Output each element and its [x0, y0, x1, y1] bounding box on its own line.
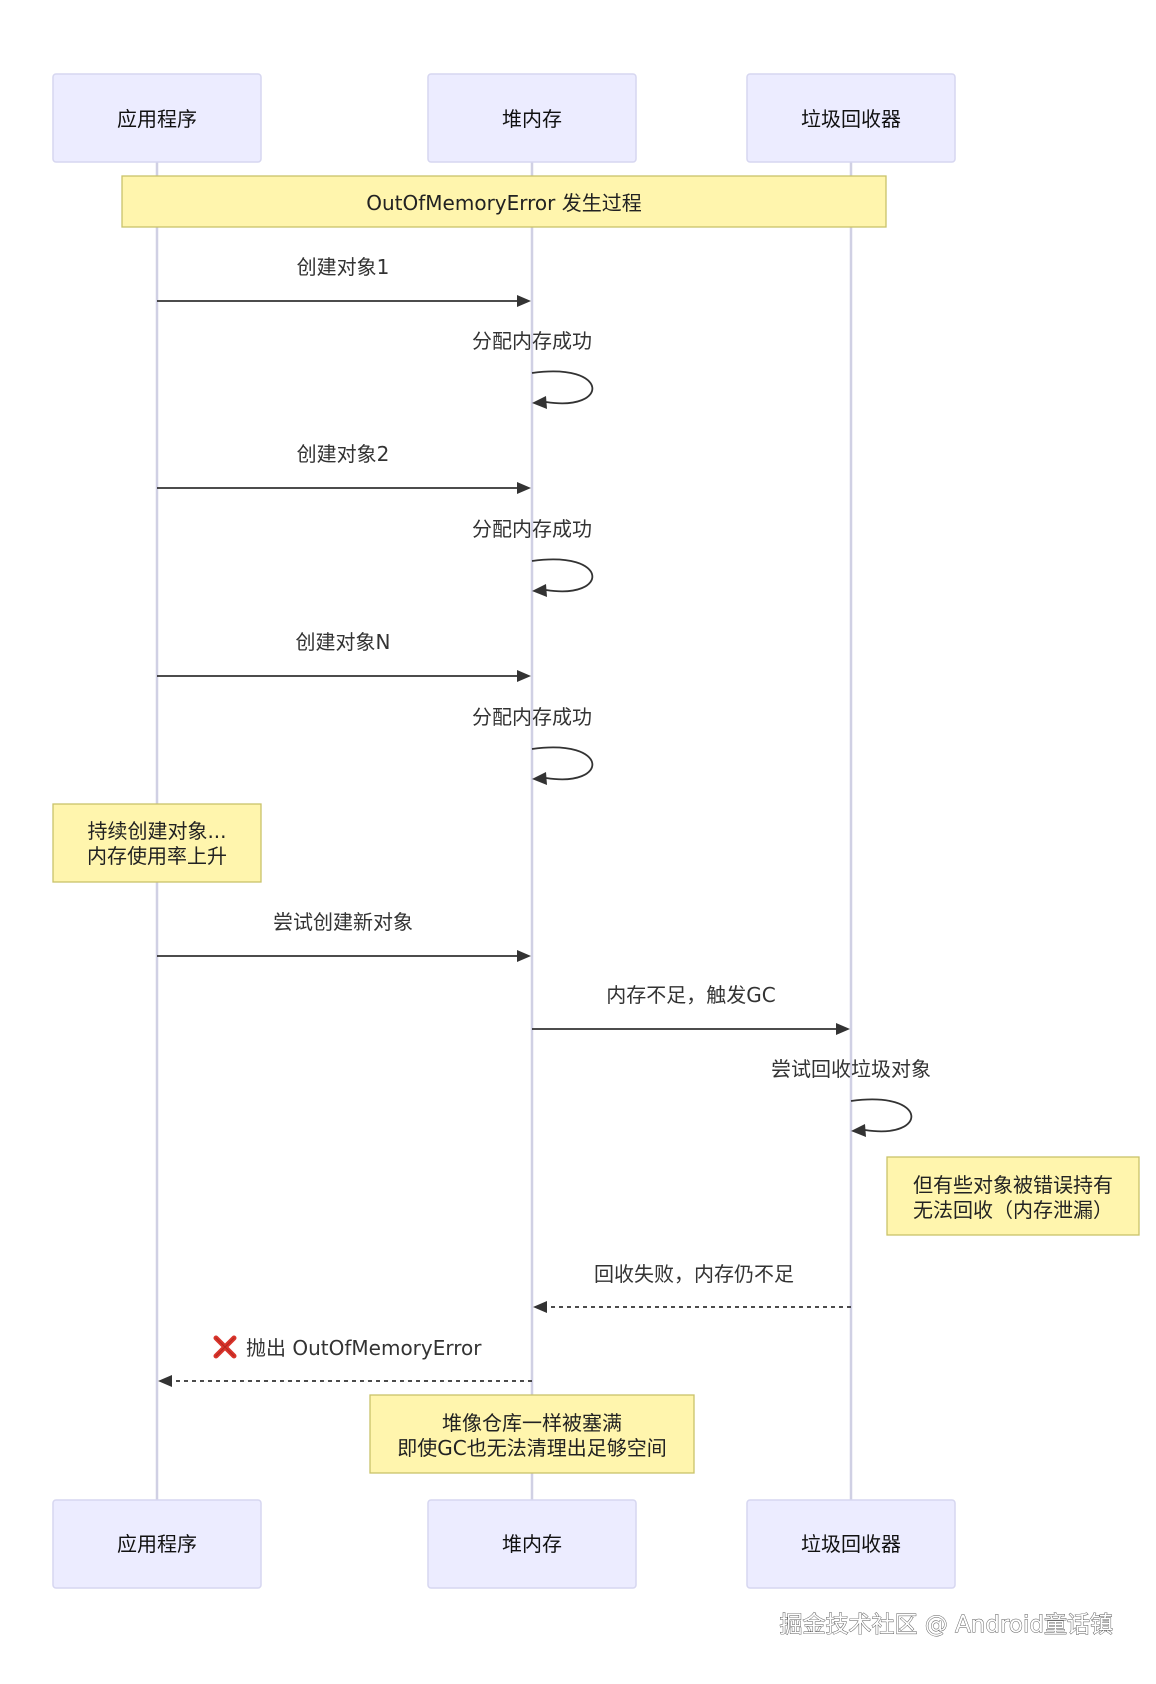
- msg-create-2-label: 创建对象2: [297, 442, 390, 466]
- app-note-line-2: 内存使用率上升: [87, 844, 227, 868]
- msg-alloc-n-loop: [531, 746, 594, 781]
- gc-note: 但有些对象被错误持有 无法回收（内存泄漏）: [886, 1156, 1140, 1236]
- msg-create-1-label: 创建对象1: [297, 255, 390, 279]
- heap-note: 堆像仓库一样被塞满 即使GC也无法清理出足够空间: [369, 1394, 695, 1474]
- arrowhead: [851, 1124, 866, 1137]
- heap-note-line-2: 即使GC也无法清理出足够空间: [397, 1436, 666, 1460]
- arrowhead: [517, 670, 531, 682]
- actor-heap-top: 堆内存: [427, 73, 637, 163]
- actor-gc-top: 垃圾回收器: [746, 73, 956, 163]
- msg-alloc-1-label: 分配内存成功: [472, 329, 592, 353]
- msg-throw-oom-label: 抛出 OutOfMemoryError: [246, 1336, 482, 1360]
- actor-gc-bottom: 垃圾回收器: [746, 1499, 956, 1589]
- arrowhead: [532, 772, 547, 785]
- actor-label: 堆内存: [502, 1532, 562, 1556]
- actor-app-bottom: 应用程序: [52, 1499, 262, 1589]
- arrowhead: [836, 1023, 850, 1035]
- msg-try-collect-loop: [850, 1098, 913, 1133]
- msg-create-n-label: 创建对象N: [296, 630, 391, 654]
- app-note: 持续创建对象... 内存使用率上升: [52, 803, 262, 883]
- arrowhead: [517, 950, 531, 962]
- msg-alloc-1-loop: [531, 370, 594, 405]
- app-note-line-1: 持续创建对象...: [87, 819, 226, 843]
- msg-try-create-label: 尝试创建新对象: [273, 910, 413, 934]
- msg-alloc-2-loop: [531, 558, 594, 593]
- actor-heap-bottom: 堆内存: [427, 1499, 637, 1589]
- arrowhead: [533, 1301, 547, 1313]
- cross-mark-icon: [213, 1335, 237, 1359]
- actor-label: 垃圾回收器: [801, 107, 901, 131]
- msg-collect-fail-label: 回收失败，内存仍不足: [594, 1262, 794, 1286]
- msg-try-collect-label: 尝试回收垃圾对象: [771, 1057, 931, 1081]
- msg-trigger-gc-label: 内存不足，触发GC: [606, 983, 775, 1007]
- arrowhead: [517, 295, 531, 307]
- actor-label: 应用程序: [117, 1532, 197, 1556]
- actor-label: 堆内存: [502, 107, 562, 131]
- arrowhead: [532, 396, 547, 409]
- arrowhead: [532, 584, 547, 597]
- watermark: 掘金技术社区 @ Android童话镇: [779, 1612, 1113, 1638]
- title-note-text: OutOfMemoryError 发生过程: [366, 191, 642, 215]
- heap-note-line-1: 堆像仓库一样被塞满: [442, 1411, 622, 1435]
- arrowhead: [158, 1375, 172, 1387]
- actor-label: 应用程序: [117, 107, 197, 131]
- gc-note-line-2: 无法回收（内存泄漏）: [913, 1198, 1113, 1222]
- msg-alloc-n-label: 分配内存成功: [472, 705, 592, 729]
- actor-label: 垃圾回收器: [801, 1532, 901, 1556]
- actor-app-top: 应用程序: [52, 73, 262, 163]
- gc-note-line-1: 但有些对象被错误持有: [913, 1173, 1113, 1197]
- msg-alloc-2-label: 分配内存成功: [472, 517, 592, 541]
- title-note: OutOfMemoryError 发生过程: [121, 175, 887, 228]
- arrowhead: [517, 482, 531, 494]
